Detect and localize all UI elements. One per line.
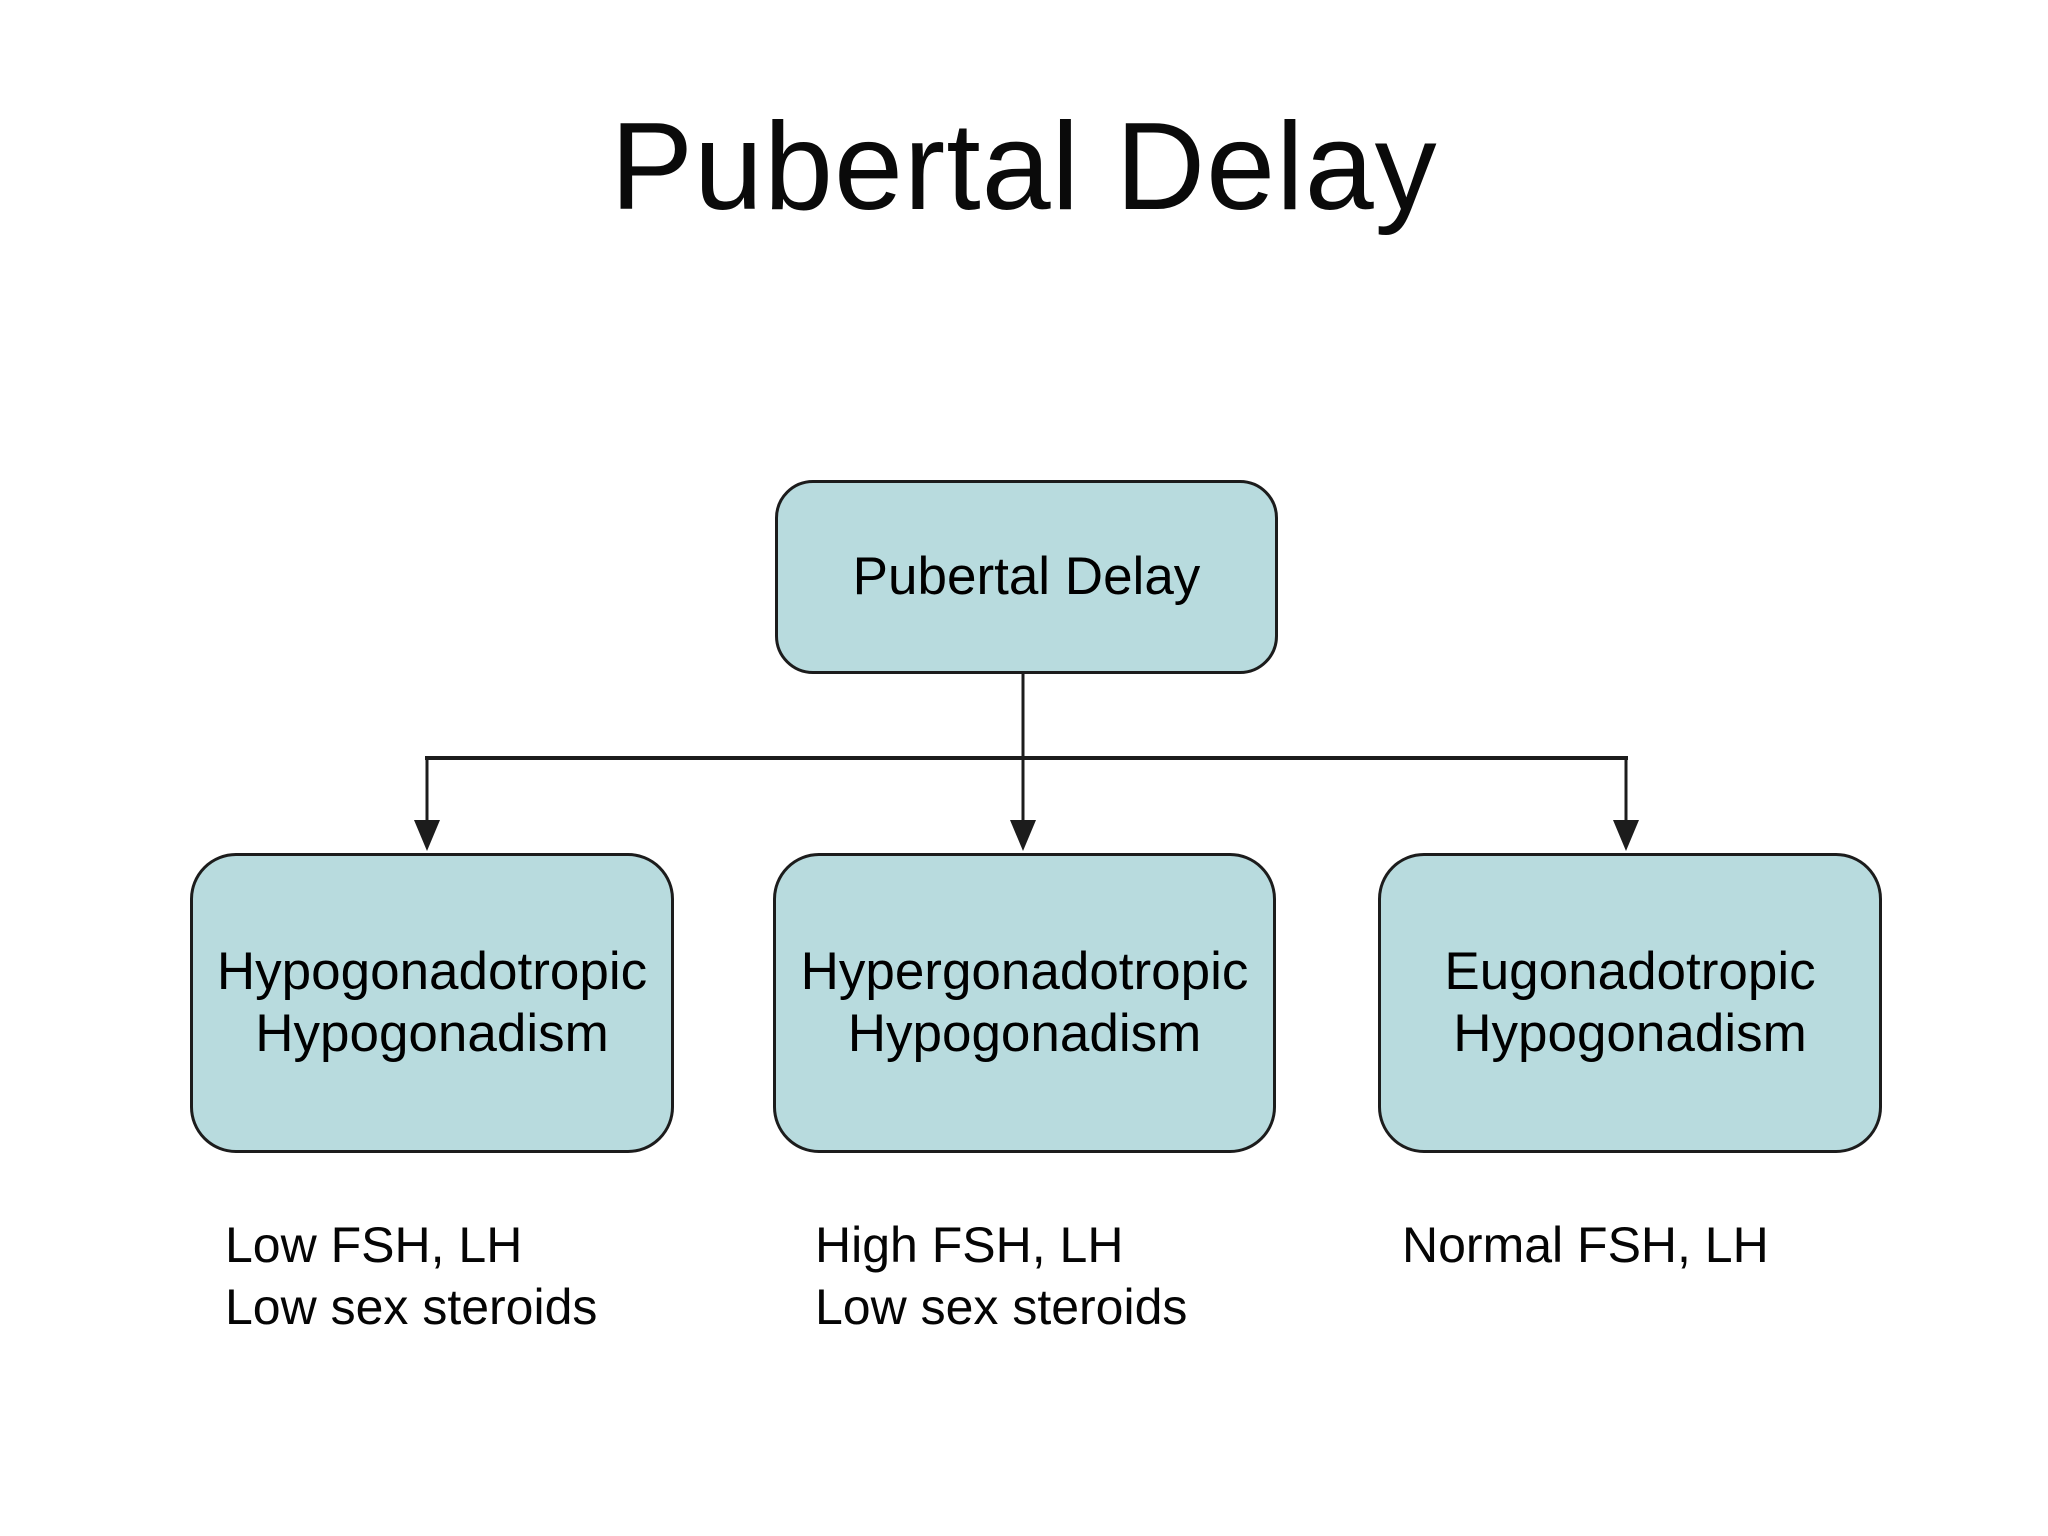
node-label-line1: Hypogonadotropic [216,942,648,1001]
slide-title: Pubertal Delay [610,98,1438,236]
note-line1: Normal FSH, LH [1402,1217,1769,1273]
node-hypergonadotropic-hypogonadism: Hypergonadotropic Hypogonadism [773,853,1276,1153]
node-eugonadotropic-hypogonadism: Eugonadotropic Hypogonadism [1378,853,1882,1153]
note-line1: Low FSH, LH [225,1217,523,1273]
node-label-line2: Hypogonadism [255,1004,609,1063]
note-line2: Low sex steroids [815,1279,1188,1335]
node-label-line2: Hypogonadism [1453,1004,1807,1063]
arrowhead-left-icon [414,820,440,851]
note-line2: Low sex steroids [225,1279,598,1335]
arrowhead-right-icon [1613,820,1639,851]
note-eugonadotropic: Normal FSH, LH [1402,1214,1769,1276]
note-line1: High FSH, LH [815,1217,1124,1273]
node-pubertal-delay: Pubertal Delay [775,480,1278,674]
node-pubertal-delay-label: Pubertal Delay [852,547,1201,606]
node-label-line2: Hypogonadism [847,1004,1202,1063]
node-label-line1: Eugonadotropic [1444,942,1816,1001]
arrowhead-middle-icon [1010,820,1036,851]
node-label-line1: Hypergonadotropic [800,942,1249,1001]
note-hypogonadotropic: Low FSH, LH Low sex steroids [225,1214,597,1338]
note-hypergonadotropic: High FSH, LH Low sex steroids [815,1214,1187,1338]
node-hypogonadotropic-hypogonadism: Hypogonadotropic Hypogonadism [190,853,674,1153]
